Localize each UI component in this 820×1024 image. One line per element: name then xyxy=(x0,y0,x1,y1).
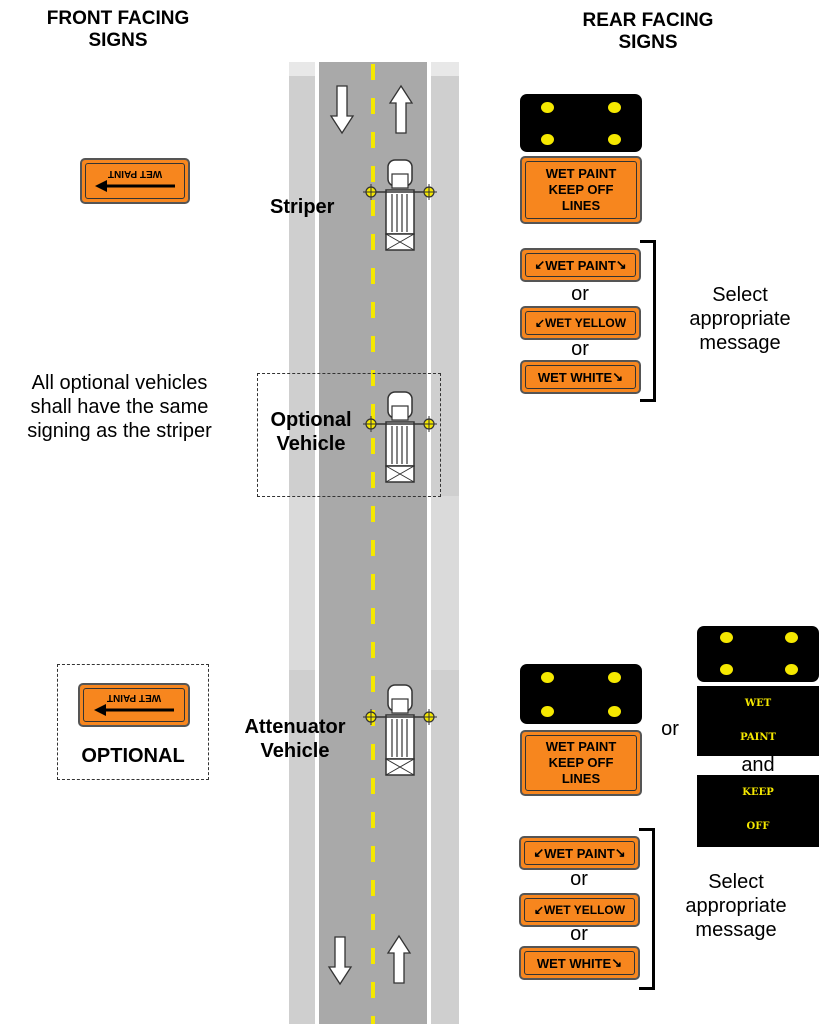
up-arrow-icon xyxy=(388,84,414,134)
keep-off-lines-sign: WET PAINT KEEP OFF LINES xyxy=(520,730,642,796)
attenuator-vehicle-label: Attenuator Vehicle xyxy=(244,716,346,762)
select-message-note: Select appropriate message xyxy=(685,871,787,941)
striper-truck-icon xyxy=(363,159,437,251)
flashing-arrow-panel xyxy=(520,94,642,152)
optional-front-wet-paint-sign: WET PAINT xyxy=(78,683,190,727)
arrow-right-icon xyxy=(94,704,174,717)
rear-facing-header: REAR FACING SIGNS xyxy=(582,10,714,53)
optional-vehicle-label: Optional Vehicle xyxy=(270,409,352,455)
wet-yellow-sign: ↙WET YELLOW xyxy=(519,893,640,927)
optional-vehicle-icon xyxy=(363,391,437,483)
select-message-bracket xyxy=(639,828,655,990)
wet-white-sign: WET WHITE↘ xyxy=(519,946,640,980)
wet-yellow-sign: ↙WET YELLOW xyxy=(520,306,641,340)
front-facing-header: FRONT FACING SIGNS xyxy=(46,8,190,51)
keep-off-lines-sign: WET PAINT KEEP OFF LINES xyxy=(520,156,642,224)
optional-label: OPTIONAL xyxy=(81,745,185,767)
optional-front-sign-box xyxy=(57,664,209,780)
select-message-bracket xyxy=(640,240,656,402)
wet-white-sign: WET WHITE↘ xyxy=(520,360,641,394)
front-wet-paint-sign: WET PAINT xyxy=(80,158,190,204)
message-board-wet-paint: WET PAINT xyxy=(697,686,819,756)
attenuator-vehicle-icon xyxy=(363,684,437,776)
down-arrow-icon xyxy=(329,85,355,135)
flashing-arrow-panel xyxy=(520,664,642,724)
flashing-arrow-panel xyxy=(697,626,819,682)
striper-label: Striper xyxy=(270,196,335,218)
select-message-note: Select appropriate message xyxy=(689,284,791,354)
optional-vehicle-box xyxy=(257,373,441,497)
wet-paint-sign: ↙WET PAINT↘ xyxy=(520,248,641,282)
message-board-keep-off: KEEP OFF xyxy=(697,775,819,847)
optional-vehicles-note: All optional vehicles shall have the sam… xyxy=(27,372,212,442)
wet-paint-sign: ↙WET PAINT↘ xyxy=(519,836,640,870)
arrow-right-icon xyxy=(95,180,175,193)
